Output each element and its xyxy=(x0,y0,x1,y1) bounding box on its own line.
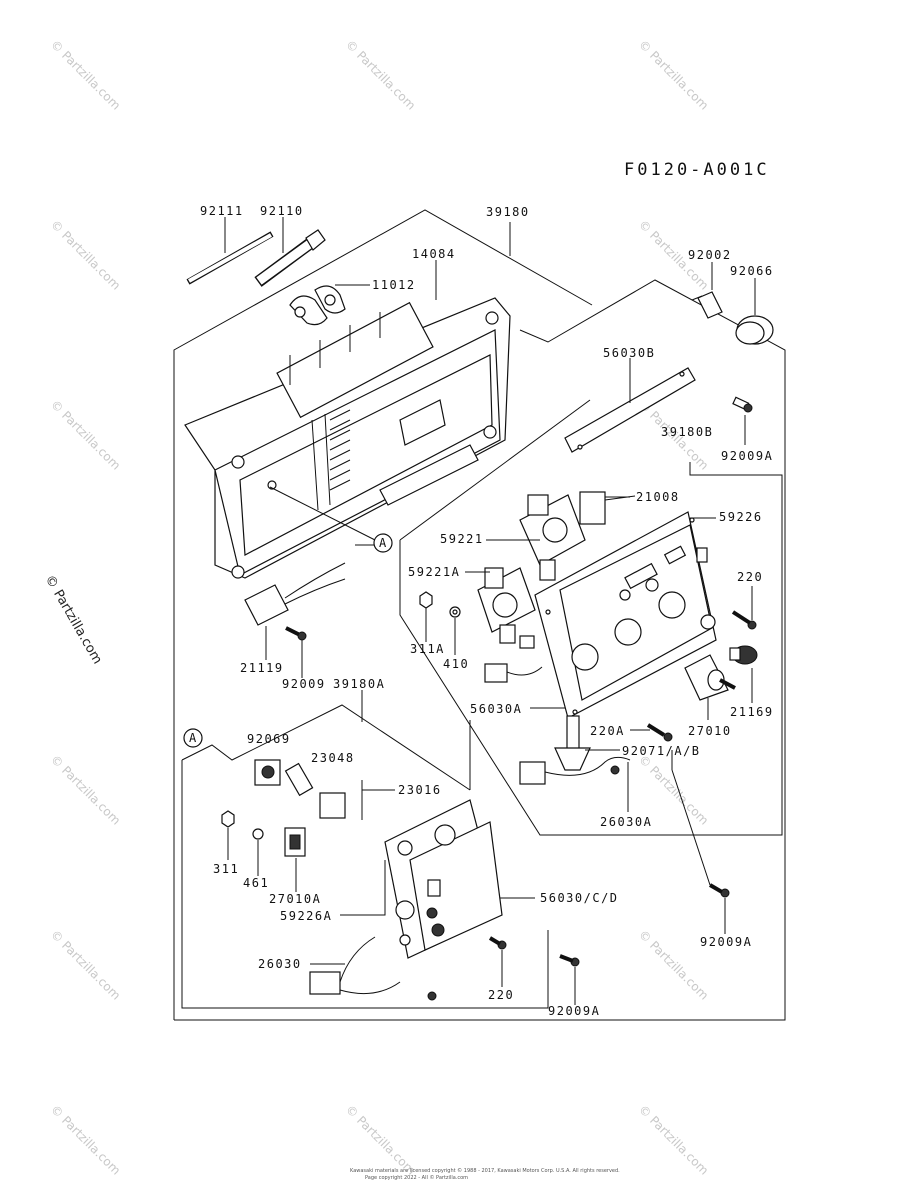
watermark: © Partzilla.com xyxy=(48,1102,123,1177)
label-27010A: 27010A xyxy=(269,892,321,906)
label-59221: 59221 xyxy=(440,532,484,546)
watermark: © Partzilla.com xyxy=(343,1102,418,1177)
clip-11012 xyxy=(289,285,346,326)
label-92071-a-b: 92071/A/B xyxy=(622,744,701,758)
label-92009A-right: 92009A xyxy=(700,935,752,949)
label-92111: 92111 xyxy=(200,204,244,218)
nut-311 xyxy=(221,810,235,828)
label-311A: 311A xyxy=(410,642,445,656)
screw-220A xyxy=(663,732,673,742)
label-56030-c-d: 56030/C/D xyxy=(540,891,619,905)
switch-27010 xyxy=(684,654,736,701)
label-39180B: 39180B xyxy=(661,425,713,439)
diagram-code: F0120-A001C xyxy=(624,160,770,180)
connector-56030A-wiring xyxy=(484,635,543,683)
label-220-bottom: 220 xyxy=(488,988,514,1002)
footer-page-copyright: Page copyright 2022 - All © Partzilla.co… xyxy=(365,1174,468,1181)
label-220: 220 xyxy=(737,570,763,584)
assembly-frames xyxy=(173,209,786,1021)
label-39180A: 39180A xyxy=(333,677,385,691)
part-labels: 92111 92110 39180 14084 11012 92002 9206… xyxy=(200,204,774,1018)
label-26030: 26030 xyxy=(258,957,302,971)
watermark: © Partzilla.com xyxy=(636,1102,711,1177)
label-92002: 92002 xyxy=(688,248,732,262)
side-watermark: © Partzilla.com xyxy=(42,573,105,667)
label-56030A: 56030A xyxy=(470,702,522,716)
label-92110: 92110 xyxy=(260,204,304,218)
reference-a-bottom: A xyxy=(183,728,203,748)
label-92009A: 92009A xyxy=(721,449,773,463)
label-11012: 11012 xyxy=(372,278,416,292)
receptacle-panel xyxy=(534,511,717,719)
label-410: 410 xyxy=(443,657,469,671)
label-311: 311 xyxy=(213,862,239,876)
label-23048: 23048 xyxy=(311,751,355,765)
label-92069: 92069 xyxy=(247,732,291,746)
screw-92009 xyxy=(297,631,307,641)
label-39180: 39180 xyxy=(486,205,530,219)
reference-a-top: A xyxy=(373,533,393,553)
label-59221A: 59221A xyxy=(408,565,460,579)
label-461: 461 xyxy=(243,876,269,890)
label-27010: 27010 xyxy=(688,724,732,738)
label-21169: 21169 xyxy=(730,705,774,719)
watermark: © Partzilla.com xyxy=(48,37,123,112)
label-14084: 14084 xyxy=(412,247,456,261)
panel-housing xyxy=(184,297,511,579)
label-59226: 59226 xyxy=(719,510,763,524)
leader-lines xyxy=(224,217,756,1005)
label-92009A-bottom: 92009A xyxy=(548,1004,600,1018)
panel-59226A xyxy=(384,799,503,959)
label-56030B: 56030B xyxy=(603,346,655,360)
switch-27010A xyxy=(284,827,306,857)
label-21119: 21119 xyxy=(240,661,284,675)
washer-461 xyxy=(252,828,264,840)
watermark: © Partzilla.com xyxy=(343,37,418,112)
receptacle-59221 xyxy=(519,494,586,581)
ref-label: A xyxy=(379,536,388,550)
watermark: © Partzilla.com xyxy=(48,397,123,472)
watermark: © Partzilla.com xyxy=(48,927,123,1002)
connector-21169 xyxy=(729,645,758,665)
label-23016: 23016 xyxy=(398,783,442,797)
label-59226A: 59226A xyxy=(280,909,332,923)
screw-92009A xyxy=(732,396,753,413)
watermark: © Partzilla.com xyxy=(48,217,123,292)
plug-and-cap xyxy=(691,291,774,345)
watermark: © Partzilla.com xyxy=(636,37,711,112)
label-26030A: 26030A xyxy=(600,815,652,829)
label-92009: 92009 xyxy=(282,677,326,691)
watermark: © Partzilla.com xyxy=(48,752,123,827)
fuse-21119 xyxy=(244,562,346,626)
rod-parts xyxy=(186,229,326,287)
breaker-21008 xyxy=(579,491,606,525)
lamp-92069 xyxy=(254,759,314,797)
footer-copyright: Kawasaki materials are licensed copyrigh… xyxy=(350,1167,620,1174)
label-21008: 21008 xyxy=(636,490,680,504)
nut-311A xyxy=(419,591,433,609)
label-220A: 220A xyxy=(590,724,625,738)
label-92066: 92066 xyxy=(730,264,774,278)
ref-label: A xyxy=(189,731,198,745)
harness-26030 xyxy=(309,936,437,1001)
plate-56030B xyxy=(564,367,696,453)
part-23048 xyxy=(319,792,346,819)
harness-26030A xyxy=(519,715,631,785)
receptacle-59221A xyxy=(477,567,536,644)
